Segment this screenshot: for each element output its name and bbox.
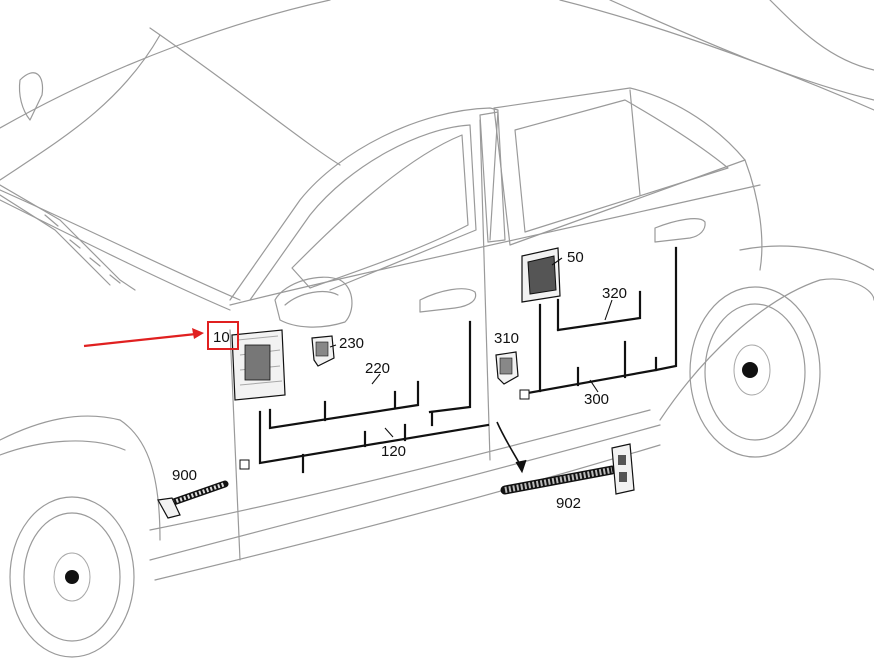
car-body-outline (0, 0, 874, 581)
callout-902: 902 (556, 495, 581, 512)
callout-900: 900 (172, 467, 197, 484)
highlight-pointer (83, 321, 239, 350)
highlight-box (207, 321, 239, 350)
connector-310[interactable] (495, 351, 519, 385)
harness-front (239, 320, 490, 474)
hose-902[interactable] (500, 443, 635, 495)
front-wheel (9, 496, 135, 658)
callout-300: 300 (584, 391, 609, 408)
callout-310: 310 (494, 330, 519, 347)
callout-labels: 10 50 120 220 230 300 310 320 900 902 (172, 249, 627, 512)
callout-50: 50 (567, 249, 584, 266)
callout-220: 220 (365, 360, 390, 377)
harness-rear (519, 246, 678, 400)
callout-230: 230 (339, 335, 364, 352)
callout-120: 120 (381, 443, 406, 460)
callout-320: 320 (602, 285, 627, 302)
module-50[interactable] (521, 247, 561, 303)
control-module-10[interactable] (231, 329, 286, 401)
callout-10: 10 (213, 329, 230, 346)
leader-lines (329, 257, 613, 474)
hose-900[interactable] (157, 480, 229, 519)
rear-wheel (689, 286, 821, 458)
connector-230[interactable] (311, 335, 335, 367)
